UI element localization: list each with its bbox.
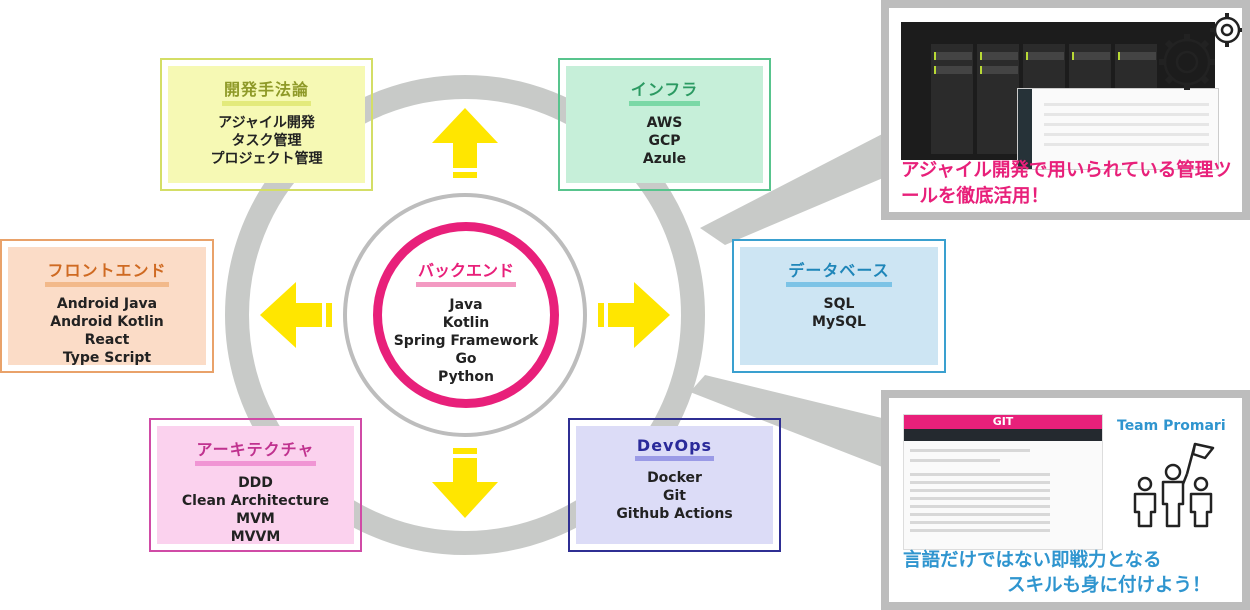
category-item: DDD: [238, 475, 273, 491]
callout-pointer-bottom: [690, 375, 890, 470]
category-database: データベース SQL MySQL: [732, 239, 946, 373]
team-caption-line1: 言語だけではない即戦力となる: [903, 550, 1162, 571]
team-caption: 言語だけではない即戦力となる スキルも身に付けよう！: [903, 548, 1233, 598]
category-item: Android Kotlin: [50, 314, 164, 330]
category-title: DevOps: [634, 436, 715, 461]
category-item: SQL: [823, 296, 855, 312]
center-item: Kotlin: [442, 315, 490, 331]
category-architecture: アーキテクチャ DDD Clean Architecture MVM MVVM: [149, 418, 362, 552]
center-item: Java: [449, 297, 483, 313]
category-infrastructure: インフラ AWS GCP Azule: [558, 58, 771, 191]
category-item: プロジェクト管理: [210, 151, 323, 167]
category-title: アーキテクチャ: [194, 436, 317, 466]
category-devops: DevOps Docker Git Github Actions: [568, 418, 781, 552]
tool-screenshot-overlay: [1017, 88, 1219, 170]
center-item: Spring Framework: [393, 333, 539, 349]
category-item: Clean Architecture: [181, 493, 330, 509]
team-name: Team Promari: [1117, 418, 1226, 434]
git-screenshot-thumbnail: GIT: [903, 414, 1103, 550]
arrow-left-icon: [260, 282, 332, 348]
git-bar-label: GIT: [904, 415, 1102, 429]
category-title: データベース: [786, 257, 892, 287]
category-title: インフラ: [628, 76, 701, 106]
category-title: 開発手法論: [221, 76, 311, 106]
arrow-down-icon: [432, 448, 498, 518]
center-backend-circle: バックエンド Java Kotlin Spring Framework Go P…: [373, 222, 559, 408]
category-item: Type Script: [62, 350, 152, 366]
category-item: AWS: [646, 115, 683, 131]
category-item: MySQL: [812, 314, 866, 330]
center-title: バックエンド: [415, 257, 516, 287]
callout-tools-panel: アジャイル開発で用いられている管理ツールを徹底活用！: [881, 0, 1250, 220]
category-item: Git: [663, 488, 686, 504]
center-item: Python: [438, 369, 494, 385]
outer-ring: [225, 75, 705, 555]
category-item: React: [84, 332, 130, 348]
category-item: Azule: [642, 151, 687, 167]
category-item: Docker: [647, 470, 702, 486]
category-item: アジャイル開発: [218, 115, 315, 131]
tools-caption: アジャイル開発で用いられている管理ツールを徹底活用！: [901, 160, 1232, 207]
people-flag-icon: [1133, 442, 1215, 528]
category-item: GCP: [648, 133, 681, 149]
gear-icon: [1159, 13, 1242, 90]
arrow-right-icon: [598, 282, 670, 348]
arrow-up-icon: [432, 108, 498, 178]
category-item: Github Actions: [616, 506, 733, 522]
callout-pointer-top: [700, 130, 890, 245]
center-item: Go: [455, 351, 477, 367]
category-item: Android Java: [56, 296, 158, 312]
category-frontend: フロントエンド Android Java Android Kotlin Reac…: [0, 239, 214, 373]
callout-team-panel: GIT Team Promari: [881, 390, 1250, 610]
category-item: タスク管理: [231, 133, 302, 149]
category-item: MVVM: [230, 529, 281, 545]
category-title: フロントエンド: [45, 257, 169, 287]
team-caption-line2: スキルも身に付けよう！: [1007, 575, 1211, 596]
category-item: MVM: [236, 511, 275, 527]
category-development-methodology: 開発手法論 アジャイル開発 タスク管理 プロジェクト管理: [160, 58, 373, 191]
